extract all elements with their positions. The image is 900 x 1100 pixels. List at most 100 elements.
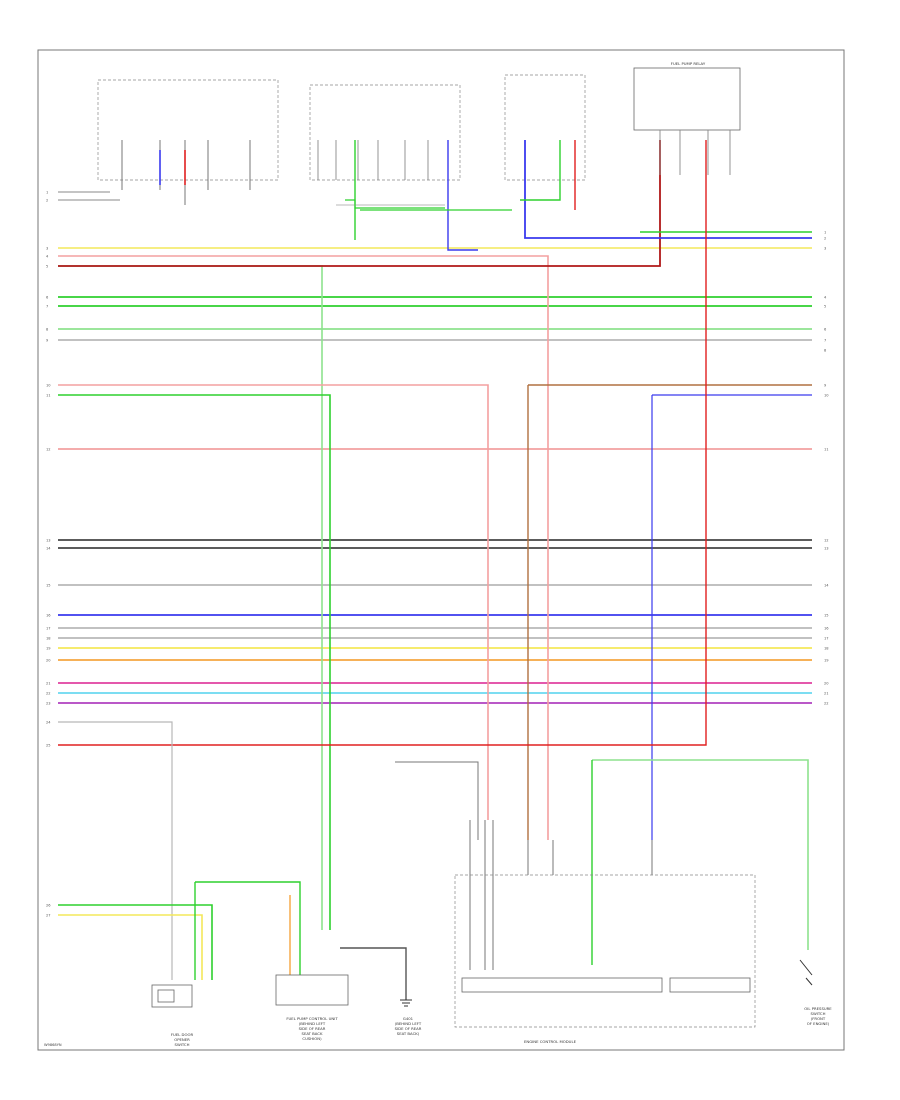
wire-blue-relay — [524, 140, 812, 239]
fuel-pump-control-unit-box — [275, 974, 349, 1006]
left-pin-number: 7 — [46, 305, 48, 309]
right-pin-number: 18 — [824, 647, 829, 651]
fuel-door-opener-box — [151, 984, 193, 1008]
oil-pressure-switch-label-3: (FRONT — [811, 1016, 826, 1021]
right-pin-number: 13 — [824, 547, 829, 551]
right-pin-number: 17 — [824, 637, 829, 641]
wire-ecm-stubs — [527, 840, 653, 875]
engine-control-module-box — [454, 874, 756, 1028]
left-pin-number: 19 — [46, 647, 51, 651]
wire-green-fpcu-2 — [195, 881, 301, 975]
right-pin-number: 20 — [824, 682, 829, 686]
wire-yellow-fuel-door — [58, 914, 203, 980]
engine-control-module-internal-box — [461, 977, 663, 993]
ground-label-3: SIDE OF REAR — [395, 1026, 422, 1031]
fuel-pump-control-unit-label-1: FUEL PUMP CONTROL UNIT — [286, 1016, 338, 1021]
left-pin-number: 10 — [46, 384, 51, 388]
wire-lightgreen-oil — [592, 759, 809, 950]
left-pin-number: 12 — [46, 448, 51, 452]
fuel-pump-control-unit-label-2: (BEHIND LEFT — [299, 1021, 326, 1026]
wire-top-stubs — [121, 140, 251, 205]
wire-pink-down — [58, 255, 549, 840]
oil-pressure-switch-symbol — [799, 959, 813, 986]
left-pin-number: 16 — [46, 614, 51, 618]
top-connector-box-3 — [504, 74, 586, 181]
right-pin-number: 5 — [824, 305, 826, 309]
right-pin-number: 8 — [824, 349, 827, 353]
right-pin-number: 12 — [824, 539, 829, 543]
fuel-pump-control-unit-label-4: SEAT BACK — [302, 1031, 323, 1036]
left-pin-number: 6 — [46, 296, 49, 300]
left-pin-number: 11 — [46, 394, 51, 398]
left-pin-number: 3 — [46, 247, 48, 251]
oil-pressure-switch-label-4: OF ENGINE) — [807, 1021, 830, 1026]
ground-label-2: (BEHIND LEFT — [395, 1021, 422, 1026]
component-fuel-door-opener: FUEL DOOR OPENER SWITCH — [151, 984, 194, 1047]
right-pin-number: 22 — [824, 702, 829, 706]
wire-gray-fuel-door — [58, 721, 173, 980]
fuel-door-opener-label-1: FUEL DOOR — [171, 1032, 194, 1037]
top-connector-box-1 — [97, 79, 279, 181]
fuel-pump-control-unit-label-3: SIDE OF REAR — [299, 1026, 326, 1031]
right-pin-number: 9 — [824, 384, 827, 388]
component-oil-pressure-switch: OIL PRESSURE SWITCH (FRONT OF ENGINE) — [799, 959, 832, 1026]
component-ground: G401 (BEHIND LEFT SIDE OF REAR SEAT BACK… — [340, 947, 422, 1036]
right-pin-number: 14 — [824, 584, 829, 588]
left-pin-number: 23 — [46, 702, 51, 706]
right-pin-number: 6 — [824, 328, 827, 332]
right-pin-number: 16 — [824, 627, 829, 631]
wire-lightgreen-down — [58, 265, 323, 930]
wire-brown-ecm — [527, 384, 812, 840]
wire-pink-ecm — [58, 384, 489, 820]
wire-blue-top — [447, 140, 478, 251]
left-pin-number: 17 — [46, 627, 51, 631]
left-pin-column: 1234567891011121314151617181920212223242… — [46, 191, 51, 918]
engine-control-module-side-box — [669, 977, 751, 993]
component-fuel-pump-relay: FUEL PUMP RELAY — [671, 61, 706, 66]
wire-red-to-relay — [58, 140, 661, 267]
ground-wire — [340, 947, 407, 1000]
right-pin-number: 21 — [824, 692, 829, 696]
fuel-door-opener-label-3: SWITCH — [175, 1042, 190, 1047]
left-pin-number: 14 — [46, 547, 51, 551]
right-pin-number: 4 — [824, 296, 827, 300]
fuel-door-opener-switch — [157, 989, 175, 1003]
left-pin-number: 25 — [46, 744, 51, 748]
fuel-door-opener-label-2: OPENER — [174, 1037, 190, 1042]
component-fuel-pump-control-unit: FUEL PUMP CONTROL UNIT (BEHIND LEFT SIDE… — [275, 974, 349, 1041]
ground-symbol — [400, 999, 412, 1007]
oil-pressure-switch-label-1: OIL PRESSURE — [804, 1006, 832, 1011]
component-engine-control-module: ENGINE CONTROL MODULE — [454, 874, 756, 1044]
right-pin-number: 7 — [824, 339, 826, 343]
top-connectors — [97, 67, 741, 181]
left-pin-number: 9 — [46, 339, 49, 343]
left-pin-number: 27 — [46, 914, 51, 918]
oil-pressure-switch-label-2: SWITCH — [811, 1011, 826, 1016]
wire-top-left — [58, 191, 120, 201]
right-pin-number: 3 — [824, 247, 826, 251]
right-pin-number: 15 — [824, 614, 829, 618]
top-connector-box-2 — [309, 84, 461, 181]
fuel-pump-control-unit-label-5: CUSHION) — [302, 1036, 322, 1041]
engine-control-module-label: ENGINE CONTROL MODULE — [524, 1039, 577, 1044]
wire-green-fpcu — [58, 394, 331, 930]
wire-blue-ecm — [651, 394, 812, 840]
right-pin-number: 19 — [824, 659, 829, 663]
left-pin-number: 22 — [46, 692, 51, 696]
ground-label-1: G401 — [403, 1016, 414, 1021]
left-pin-number: 2 — [46, 199, 48, 203]
left-pin-number: 8 — [46, 328, 49, 332]
left-pin-number: 4 — [46, 255, 49, 259]
right-pin-number: 1 — [824, 231, 826, 235]
fuel-pump-relay-label: FUEL PUMP RELAY — [671, 61, 706, 66]
left-pin-number: 18 — [46, 637, 51, 641]
wire-green-top — [520, 140, 561, 201]
wire-green-fuel-door — [58, 904, 213, 980]
left-pin-number: 24 — [46, 721, 51, 725]
diagram-frame — [37, 49, 845, 1051]
top-connector-box-4 — [633, 67, 741, 131]
wire-harness — [58, 130, 812, 980]
left-pin-number: 1 — [46, 191, 48, 195]
